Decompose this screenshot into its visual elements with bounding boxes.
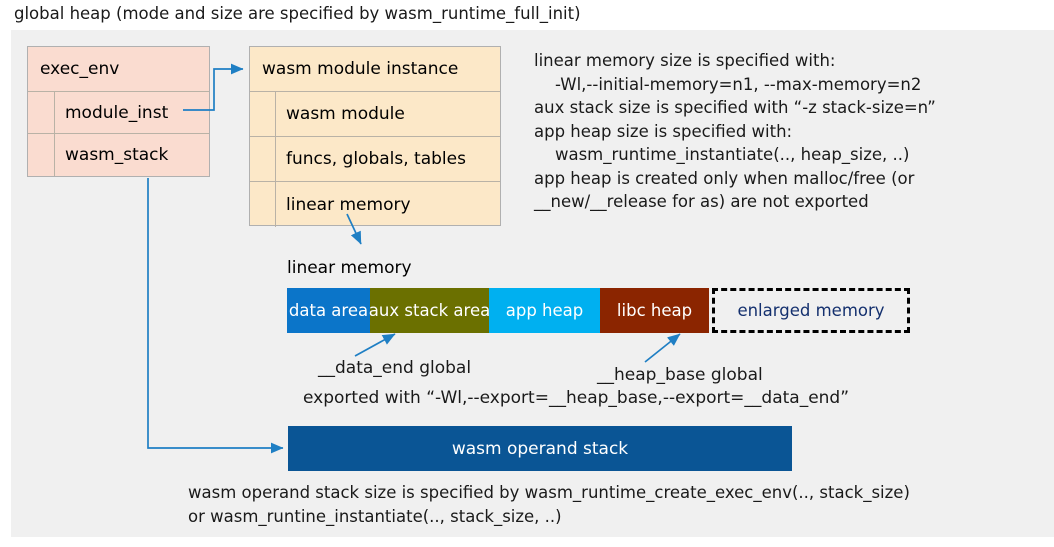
- wasm-operand-stack-box: wasm operand stack: [288, 426, 792, 471]
- module-instance-gutter: [250, 137, 276, 181]
- module-instance-funcs-globals-tables-label: funcs, globals, tables: [286, 149, 466, 169]
- module-instance-gutter: [250, 92, 276, 136]
- memory-segment-label: data area: [288, 301, 369, 320]
- exec-env-wasm-stack-label: wasm_stack: [65, 145, 169, 165]
- linear-memory-notes: linear memory size is specified with: -W…: [534, 51, 936, 211]
- module-instance-header-label: wasm module instance: [262, 59, 459, 79]
- exec-env-box: exec_env module_inst wasm_stack: [27, 46, 210, 177]
- memory-segment-aux-stack-area: aux stack area: [368, 288, 491, 333]
- module-instance-field-linear-memory: linear memory: [250, 182, 500, 227]
- wasm-module-instance-box: wasm module instance wasm module funcs, …: [249, 46, 501, 227]
- exec-env-gutter: [28, 92, 55, 133]
- memory-segment-enlarged-memory: enlarged memory: [712, 288, 910, 333]
- memory-segment-app-heap: app heap: [489, 288, 600, 333]
- exec-env-module-inst-label: module_inst: [65, 102, 169, 123]
- memory-segment-label: aux stack area: [368, 301, 491, 320]
- memory-segment-data-area: data area: [287, 288, 370, 333]
- module-instance-linear-memory-label: linear memory: [286, 194, 411, 215]
- operand-stack-note: wasm operand stack size is specified by …: [188, 483, 910, 526]
- exec-env-field-module-inst: module_inst: [28, 92, 209, 134]
- module-instance-field-wasm-module: wasm module: [250, 92, 500, 137]
- page-title: global heap (mode and size are specified…: [14, 4, 581, 23]
- linear-memory-strip: data area aux stack area app heap libc h…: [287, 288, 910, 333]
- annotation-exported-with: exported with “-Wl,--export=__heap_base,…: [303, 388, 850, 408]
- memory-segment-label: app heap: [505, 301, 584, 320]
- annotation-heap-base: __heap_base global: [597, 365, 763, 385]
- memory-segment-libc-heap: libc heap: [600, 288, 709, 333]
- exec-env-header-row: exec_env: [28, 47, 209, 92]
- linear-memory-strip-label: linear memory: [287, 258, 412, 278]
- annotation-data-end: __data_end global: [318, 358, 472, 378]
- module-instance-header-row: wasm module instance: [250, 47, 500, 92]
- memory-segment-label: enlarged memory: [737, 301, 885, 320]
- module-instance-gutter: [250, 182, 276, 227]
- exec-env-gutter: [28, 134, 55, 176]
- memory-segment-label: libc heap: [616, 301, 693, 320]
- exec-env-header-label: exec_env: [40, 59, 120, 79]
- module-instance-wasm-module-label: wasm module: [286, 104, 405, 124]
- exec-env-field-wasm-stack: wasm_stack: [28, 134, 209, 176]
- module-instance-field-funcs-globals-tables: funcs, globals, tables: [250, 137, 500, 182]
- wasm-operand-stack-label: wasm operand stack: [451, 438, 629, 459]
